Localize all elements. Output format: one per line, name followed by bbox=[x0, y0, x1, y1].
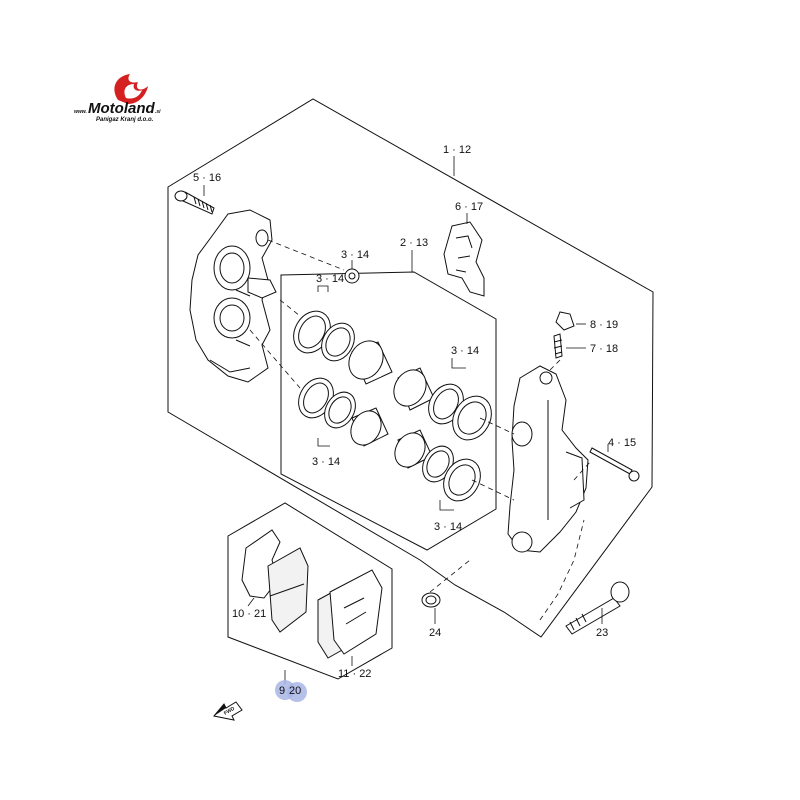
callout-7-18: 7 · 18 bbox=[590, 343, 618, 355]
callout-2-13: 2 · 13 bbox=[400, 237, 428, 249]
caliper-bolt bbox=[565, 581, 630, 635]
logo-subtitle: Panigaz Kranj d.o.o. bbox=[96, 117, 154, 123]
callout-9-20[interactable]: 9 20 bbox=[275, 680, 307, 702]
brake-pad-left bbox=[241, 529, 309, 633]
bleeder-cap bbox=[555, 311, 575, 331]
callout-11-22: 11 · 22 bbox=[338, 668, 371, 680]
callout-9: 9 bbox=[279, 685, 285, 697]
dashed-guides bbox=[249, 239, 591, 621]
bleeder-screw bbox=[553, 333, 563, 359]
callout-4-15: 4 · 15 bbox=[608, 437, 636, 449]
callout-8-19: 8 · 19 bbox=[590, 319, 618, 331]
callout-3-14-right-seal: 3 · 14 bbox=[451, 345, 479, 357]
caliper-right-half bbox=[507, 365, 589, 553]
callout-20: 20 bbox=[289, 685, 301, 697]
logo-www: www. bbox=[74, 109, 87, 115]
motoland-logo: www. Motoland .si Panigaz Kranj d.o.o. bbox=[74, 74, 161, 123]
logo-tld: .si bbox=[155, 109, 161, 115]
pistons-and-seals bbox=[293, 310, 492, 502]
callout-3-14-bottom-seal: 3 · 14 bbox=[434, 521, 462, 533]
brake-pad-group-box bbox=[227, 502, 393, 680]
fwd-label: FWD bbox=[223, 706, 236, 717]
caliper-left-half bbox=[189, 209, 277, 383]
logo-name: Motoland bbox=[88, 100, 155, 117]
callout-3-14-lower-seal: 3 · 14 bbox=[312, 456, 340, 468]
pad-pin bbox=[589, 447, 640, 482]
callout-6-17: 6 · 17 bbox=[455, 201, 483, 213]
piston-group-box bbox=[280, 271, 497, 551]
caliper-assembly-box bbox=[167, 98, 654, 638]
forward-arrow-icon: FWD bbox=[213, 701, 243, 721]
callout-5-16: 5 · 16 bbox=[193, 172, 221, 184]
callout-3-14-nut: 3 · 14 bbox=[341, 249, 369, 261]
callout-1-12: 1 · 12 bbox=[443, 144, 471, 156]
callout-3-14-upper-seal: 3 · 14 bbox=[316, 273, 344, 285]
flame-logo-icon bbox=[114, 74, 148, 104]
bleed-nut bbox=[344, 268, 360, 284]
pad-spring bbox=[443, 221, 485, 297]
caliper-mounting-bolt bbox=[174, 190, 215, 215]
callout-10-21: 10 · 21 bbox=[232, 608, 266, 620]
brake-pad-right bbox=[317, 569, 383, 659]
callout-23: 23 bbox=[596, 627, 608, 639]
highlight-marker-20 bbox=[287, 682, 307, 702]
callout-24: 24 bbox=[429, 627, 441, 639]
collar bbox=[421, 592, 441, 608]
